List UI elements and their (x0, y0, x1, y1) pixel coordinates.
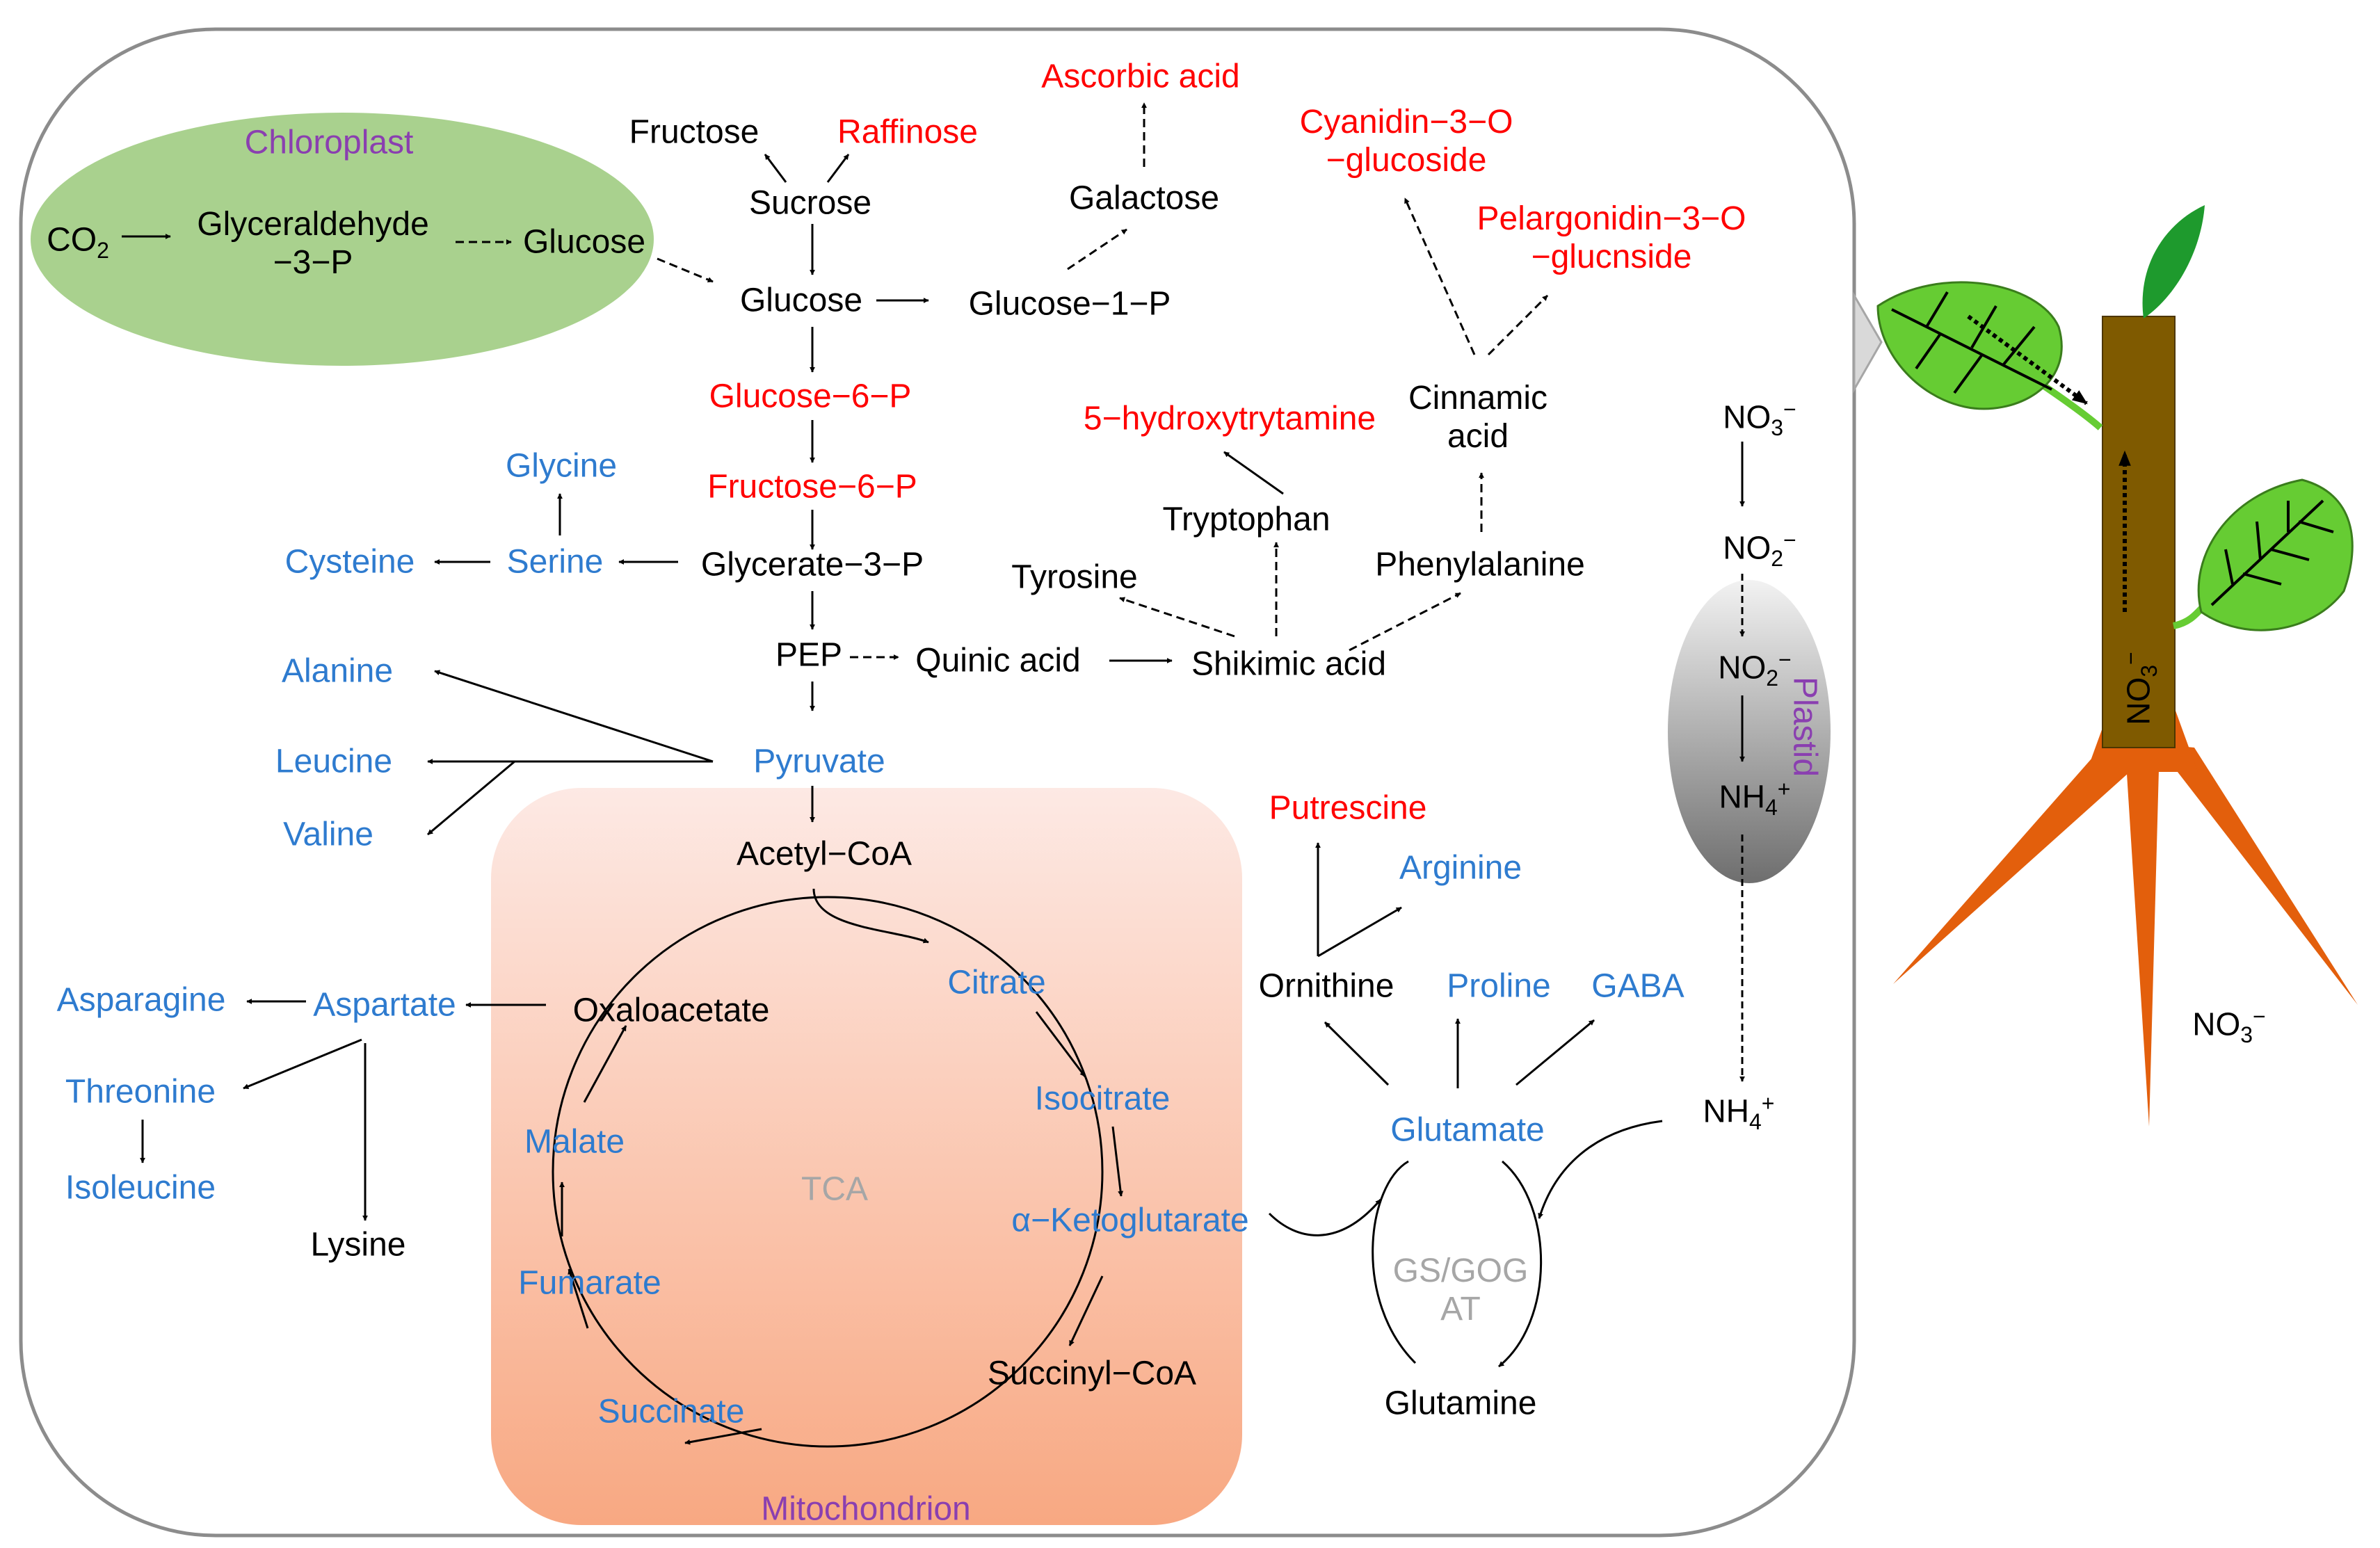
isocitrate-label: Isocitrate (1034, 1080, 1171, 1118)
tryptophan-label: Tryptophan (1162, 501, 1330, 538)
mitochondrion-compartment (491, 788, 1242, 1525)
pep-label: PEP (775, 636, 843, 674)
glycine-label: Glycine (505, 447, 618, 485)
pelargonidin-3-o-glucnside-label: Pelargonidin−3−O−glucnside (1477, 200, 1746, 275)
glycerate-3-p-label: Glycerate−3−P (700, 546, 924, 583)
serine-label: Serine (506, 543, 604, 581)
shikimic-acid-label: Shikimic acid (1191, 645, 1387, 683)
acetyl-coa-label: Acetyl−CoA (736, 835, 912, 873)
leaf-icon (1876, 281, 2063, 410)
chloroplast-label: Chloroplast (244, 124, 414, 161)
glutamate-label: Glutamate (1390, 1111, 1545, 1149)
root-icon (2156, 744, 2358, 1005)
alanine-label: Alanine (281, 652, 394, 690)
leaf-icon (2142, 205, 2205, 319)
asparagine-label: Asparagine (56, 981, 226, 1019)
threonine-label: Threonine (65, 1073, 216, 1111)
tca-label: TCA (801, 1170, 868, 1208)
lysine-label: Lysine (310, 1226, 406, 1264)
galactose-label: Galactose (1068, 179, 1220, 217)
5-hydroxytryptamine-label: 5−hydroxytrytamine (1083, 400, 1376, 437)
succinate-label: Succinate (597, 1393, 745, 1430)
ornithine-label: Ornithine (1258, 967, 1394, 1005)
putrescine-label: Putrescine (1269, 789, 1427, 827)
valine-label: Valine (283, 816, 373, 853)
gaba-label: GABA (1591, 967, 1685, 1005)
mitochondrion-label: Mitochondrion (761, 1490, 971, 1528)
leucine-label: Leucine (275, 743, 393, 780)
succinyl-coa-label: Succinyl−CoA (987, 1355, 1197, 1392)
callout-pointer (1853, 291, 1883, 394)
proline-label: Proline (1447, 967, 1551, 1005)
malate-label: Malate (524, 1123, 625, 1161)
quinic-acid-label: Quinic acid (915, 642, 1081, 679)
oxaloacetate-label: Oxaloacetate (572, 992, 770, 1029)
glucose-6-p-label: Glucose−6−P (709, 378, 912, 415)
alpha-ketoglutarate-label: α−Ketoglutarate (1011, 1202, 1249, 1239)
glutamine-label: Glutamine (1384, 1385, 1537, 1422)
cell-boundary (19, 27, 1856, 1538)
isoleucine-label: Isoleucine (65, 1169, 216, 1207)
glucose-chloroplast-label: Glucose (522, 223, 646, 261)
citrate-label: Citrate (947, 964, 1046, 1001)
fructose-label: Fructose (629, 113, 759, 151)
co2-label: CO2 (47, 221, 109, 263)
root-icon (2125, 741, 2160, 1127)
pyruvate-label: Pyruvate (753, 743, 885, 780)
cyanidin-3-o-glucoside-label: Cyanidin−3−O−glucoside (1299, 103, 1513, 179)
plastid-compartment (1668, 580, 1831, 883)
aspartate-label: Aspartate (313, 986, 456, 1024)
phenylalanine-label: Phenylalanine (1375, 546, 1585, 583)
nitrate-label: NO3− (1723, 396, 1796, 440)
cysteine-label: Cysteine (284, 543, 415, 581)
tca-cycle-ring (552, 896, 1104, 1448)
glucose-1-p-label: Glucose−1−P (968, 285, 1171, 323)
ammonium-plastid-label: NH4+ (1719, 776, 1791, 820)
plant-icon (1876, 205, 2358, 1127)
fumarate-label: Fumarate (518, 1264, 661, 1302)
nitrite-plastid-label: NO2− (1718, 647, 1792, 691)
ascorbic-acid-label: Ascorbic acid (1041, 58, 1240, 95)
glyceraldehyde-3-p-label: Glyceraldehyde−3−P (197, 205, 429, 281)
sucrose-label: Sucrose (748, 184, 872, 222)
glucose-label: Glucose (739, 282, 863, 319)
root-icon (1893, 741, 2149, 984)
stem (2102, 316, 2176, 748)
leaf-icon (2197, 478, 2354, 631)
stem-nitrate-label: NO3− (2118, 652, 2162, 725)
arginine-label: Arginine (1399, 849, 1522, 887)
raffinose-label: Raffinose (837, 113, 978, 151)
tyrosine-label: Tyrosine (1011, 558, 1138, 596)
soil-nitrate-label: NO3− (2192, 1003, 2266, 1047)
chloroplast-compartment (31, 113, 654, 366)
fructose-6-p-label: Fructose−6−P (707, 468, 917, 506)
nitrite-cytosol-label: NO2− (1723, 527, 1796, 571)
plastid-label: Plastid (1786, 676, 1824, 777)
ammonium-cytosol-label: NH4+ (1703, 1090, 1775, 1134)
